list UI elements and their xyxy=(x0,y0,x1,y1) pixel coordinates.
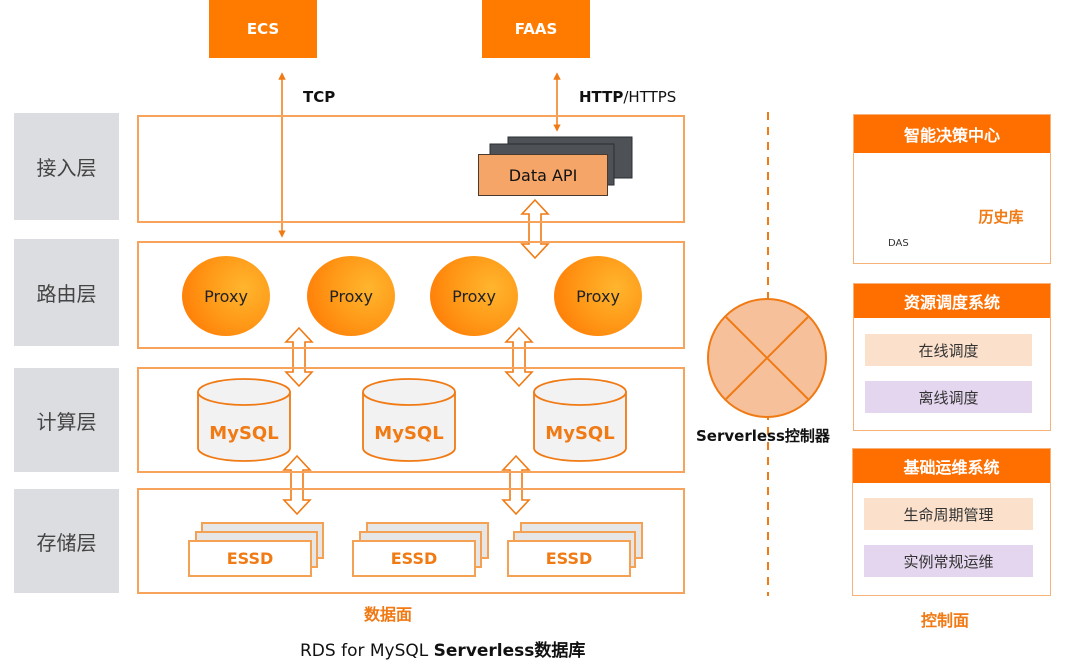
layer-box-access xyxy=(137,115,685,223)
data-api-box: Data API xyxy=(478,154,608,196)
controller-label: Serverless控制器 xyxy=(696,427,830,445)
control-plane-label: 控制面 xyxy=(921,611,970,630)
double-arrow-mysql-essd-1 xyxy=(282,454,312,516)
panel-title: 资源调度系统 xyxy=(854,284,1050,318)
proxy-node: Proxy xyxy=(554,256,642,336)
data-plane-label: 数据面 xyxy=(364,605,413,624)
mysql-cylinder-2 xyxy=(362,378,456,462)
layer-label-routing: 路由层 xyxy=(14,239,119,346)
proxy-node: Proxy xyxy=(430,256,518,336)
history-db-label: 历史库 xyxy=(978,208,1024,226)
chip-offline-scheduling: 离线调度 xyxy=(865,381,1032,413)
essd-disk: ESSD xyxy=(507,540,631,577)
layer-label-storage: 存储层 xyxy=(14,489,119,593)
diagram-caption: RDS for MySQL Serverless数据库 xyxy=(300,636,585,661)
ecs-client: ECS xyxy=(209,0,317,58)
faas-client: FAAS xyxy=(482,0,590,58)
proxy-node: Proxy xyxy=(307,256,395,336)
mysql-label: MySQL xyxy=(545,423,615,444)
mysql-cylinder-1 xyxy=(197,378,291,462)
chip-instance-ops: 实例常规运维 xyxy=(864,545,1033,577)
http-label: HTTP/HTTPS xyxy=(579,88,676,106)
chip-online-scheduling: 在线调度 xyxy=(865,334,1032,366)
layer-box-routing xyxy=(137,241,685,349)
double-arrow-api-proxy xyxy=(520,198,550,260)
essd-disk: ESSD xyxy=(352,540,476,577)
caption-bold: Serverless数据库 xyxy=(433,641,586,661)
double-arrow-proxy-mysql-2 xyxy=(504,326,534,388)
proxy-node: Proxy xyxy=(182,256,270,336)
double-arrow-proxy-mysql-1 xyxy=(284,326,314,388)
layer-box-storage xyxy=(137,488,685,594)
mysql-label: MySQL xyxy=(374,423,444,444)
panel-title: 基础运维系统 xyxy=(853,449,1050,483)
layer-label-access: 接入层 xyxy=(14,113,119,220)
panel-decision-center: 智能决策中心 xyxy=(853,114,1051,264)
controller-icon xyxy=(707,298,827,418)
panel-title: 智能决策中心 xyxy=(854,115,1050,153)
layer-box-compute xyxy=(137,367,685,473)
mysql-label: MySQL xyxy=(209,423,279,444)
double-arrow-mysql-essd-2 xyxy=(501,454,531,516)
tcp-label: TCP xyxy=(303,88,336,106)
das-label: DAS xyxy=(888,238,909,249)
mysql-cylinder-3 xyxy=(533,378,627,462)
http-label-bold: HTTP xyxy=(579,88,624,106)
chip-lifecycle-management: 生命周期管理 xyxy=(864,498,1033,530)
essd-disk: ESSD xyxy=(188,540,312,577)
http-label-rest: /HTTPS xyxy=(623,88,677,106)
caption-prefix: RDS for MySQL xyxy=(300,641,434,661)
layer-label-compute: 计算层 xyxy=(14,368,119,472)
